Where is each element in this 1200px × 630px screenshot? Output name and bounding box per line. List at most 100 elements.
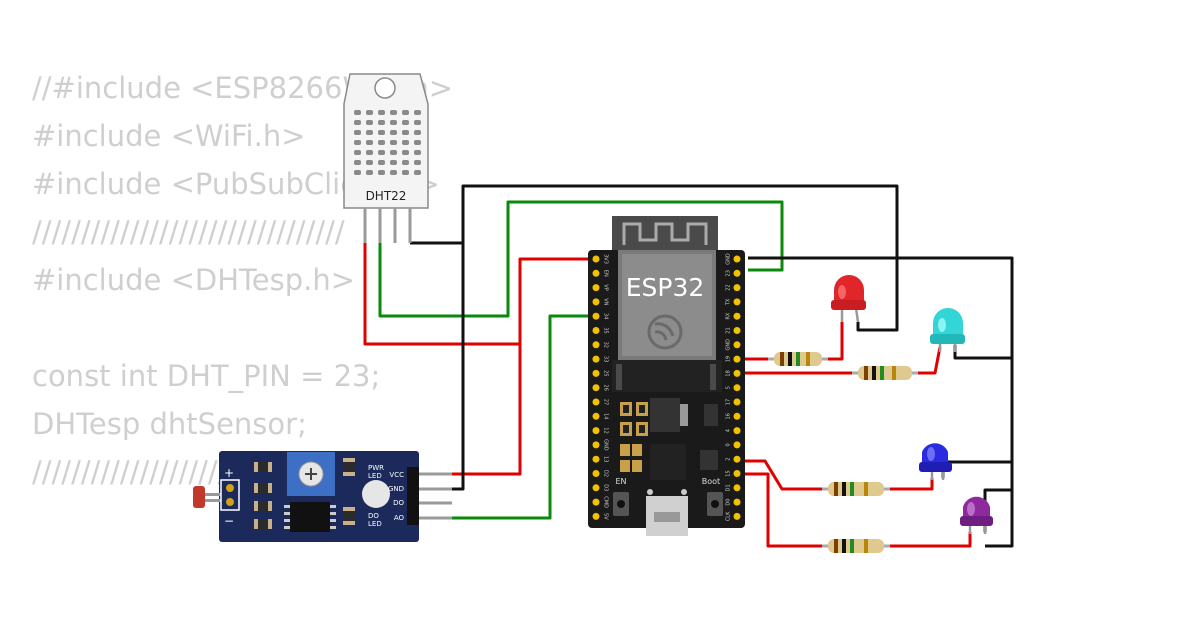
pin-right-rx[interactable]: [733, 312, 741, 320]
vent-slot: [390, 170, 397, 175]
led-red[interactable]: [831, 275, 866, 323]
pin-left-d2[interactable]: [592, 470, 600, 477]
wire-led3-to-led[interactable]: [885, 478, 934, 491]
mount-hole-icon: [374, 77, 396, 99]
pin-label: GND: [726, 339, 732, 351]
pin-label: 4: [726, 429, 732, 432]
wire-ldr-ao[interactable]: [452, 314, 596, 520]
pin-right-d1[interactable]: [733, 484, 741, 492]
pin-left-27[interactable]: [592, 398, 600, 406]
wire-red-led-gnd[interactable]: [856, 258, 899, 332]
vent-slot: [378, 120, 385, 125]
wire-cyan-led-gnd[interactable]: [953, 345, 1012, 360]
pin-left-5v[interactable]: [592, 512, 600, 520]
pin-left-25[interactable]: [592, 369, 600, 377]
pin-left-35[interactable]: [592, 327, 600, 334]
led-blue[interactable]: [919, 443, 952, 480]
pin-left-3v3[interactable]: [592, 255, 600, 263]
pin-left-32[interactable]: [592, 341, 600, 349]
pin-label: 16: [726, 413, 732, 419]
code-line: ////////////////////////////////: [32, 215, 345, 249]
vent-slot: [366, 150, 373, 155]
pin-left-vn[interactable]: [592, 298, 600, 306]
vent-slot: [366, 110, 373, 115]
pin-left-cmd[interactable]: [592, 498, 600, 506]
pin-left-34[interactable]: [592, 312, 600, 320]
dht22-sensor[interactable]: DHT22: [343, 73, 429, 243]
wire-led4-to-led[interactable]: [885, 532, 972, 548]
vent-slot: [366, 140, 373, 145]
pin-right-17[interactable]: [733, 398, 741, 406]
pin-label: RX: [726, 312, 732, 319]
led-cyan[interactable]: [930, 308, 965, 352]
pin-right-tx[interactable]: [733, 298, 741, 306]
wire-led4-signal[interactable]: [736, 472, 828, 548]
pin-label: 12: [603, 427, 609, 433]
pin-left-33[interactable]: [592, 355, 600, 363]
wire-blue-led-gnd[interactable]: [941, 460, 1012, 478]
pin-label: CMD: [603, 496, 609, 508]
pin-right-4[interactable]: [733, 427, 741, 435]
pin-right-gnd[interactable]: [733, 341, 741, 349]
pin-right-15[interactable]: [733, 470, 741, 477]
resistor-2[interactable]: [852, 366, 918, 380]
pin-right-23[interactable]: [733, 269, 741, 277]
pin-label: 35: [603, 327, 609, 333]
wire-dht-vcc[interactable]: [363, 243, 596, 346]
resistor-3[interactable]: [822, 482, 890, 496]
pin-right-21[interactable]: [733, 327, 741, 334]
pin-right-22[interactable]: [733, 284, 741, 292]
pin-label: 2: [726, 458, 732, 461]
pin-left-en[interactable]: [592, 269, 600, 277]
wire-led3-signal[interactable]: [736, 459, 828, 491]
pin-left-vp[interactable]: [592, 284, 600, 292]
vent-slot: [402, 130, 409, 135]
pin-label-vcc: VCC: [389, 471, 404, 479]
pin-left-13[interactable]: [592, 455, 600, 463]
pin-right-0[interactable]: [733, 441, 741, 449]
vent-slot: [390, 110, 397, 115]
wire-led1-to-led[interactable]: [828, 322, 844, 361]
vent-slot: [378, 110, 385, 115]
pin-left-14[interactable]: [592, 412, 600, 420]
wire-led2-to-led[interactable]: [912, 346, 942, 375]
vent-slot: [366, 160, 373, 165]
pin-left-gnd[interactable]: [592, 441, 600, 449]
wire-ldr-vcc[interactable]: [452, 344, 522, 476]
pin-right-2[interactable]: [733, 455, 741, 463]
pin-right-gnd[interactable]: [733, 255, 741, 263]
esp32-label: ESP32: [626, 273, 705, 302]
pin-left-26[interactable]: [592, 384, 600, 392]
pin-left-d3[interactable]: [592, 484, 600, 492]
vent-slot: [354, 120, 361, 125]
pin-right-d0[interactable]: [733, 498, 741, 506]
resistor-4[interactable]: [822, 539, 890, 553]
wire-gnd-bus[interactable]: [748, 256, 1014, 548]
pin-label: D2: [603, 470, 609, 477]
vent-slot: [378, 150, 385, 155]
pin-label: 23: [726, 270, 732, 276]
vent-slot: [390, 130, 397, 135]
pin-label: TX: [726, 298, 732, 306]
espressif-logo-icon: [647, 314, 683, 350]
resistor-1[interactable]: [768, 352, 828, 366]
comparator-chip: [290, 502, 330, 532]
pin-left-12[interactable]: [592, 427, 600, 435]
vent-slot: [402, 170, 409, 175]
pin-right-19[interactable]: [733, 355, 741, 363]
pin-right-5[interactable]: [733, 384, 741, 392]
led-purple[interactable]: [960, 496, 993, 534]
pin-label: 17: [726, 399, 732, 405]
pin-right-clk[interactable]: [733, 512, 741, 520]
pin-label: 21: [726, 327, 732, 333]
vent-slot: [354, 110, 361, 115]
code-line: DHTesp dhtSensor;: [32, 407, 307, 441]
wire-ldr-gnd[interactable]: [452, 243, 465, 491]
pin-right-18[interactable]: [733, 369, 741, 377]
wire-dht-data[interactable]: [378, 200, 784, 318]
pin-right-16[interactable]: [733, 412, 741, 420]
vent-slot: [414, 170, 421, 175]
board-components: [620, 398, 718, 480]
